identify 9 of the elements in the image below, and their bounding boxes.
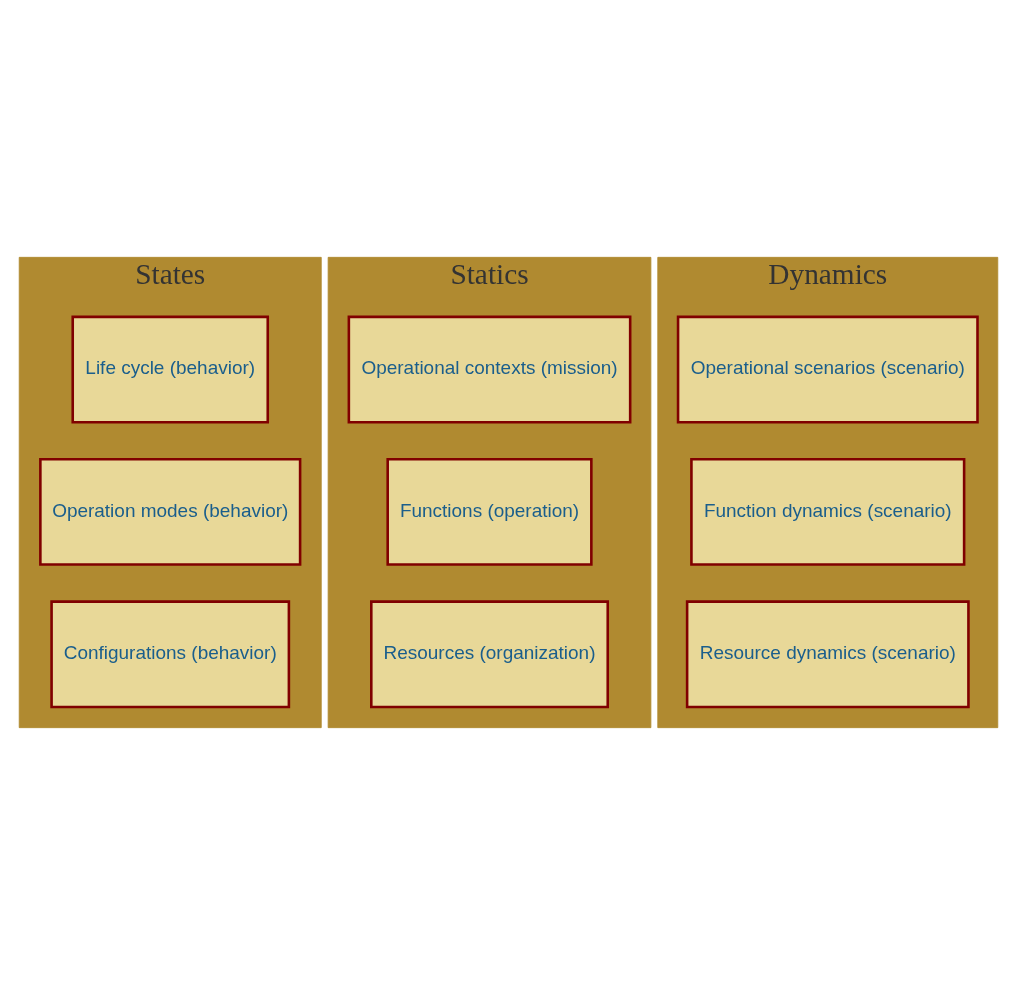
node-box: Life cycle (behavior) — [71, 315, 270, 423]
node-box: Operational contexts (mission) — [347, 315, 632, 423]
node-box: Functions (operation) — [386, 457, 593, 566]
node-box: Function dynamics (scenario) — [690, 457, 966, 566]
node-box: Resource dynamics (scenario) — [685, 599, 970, 708]
node-box: Operation modes (behavior) — [39, 457, 302, 566]
node-box: Configurations (behavior) — [50, 599, 291, 708]
node-box: Operational scenarios (scenario) — [676, 315, 979, 423]
node-box: Resources (organization) — [370, 599, 610, 708]
